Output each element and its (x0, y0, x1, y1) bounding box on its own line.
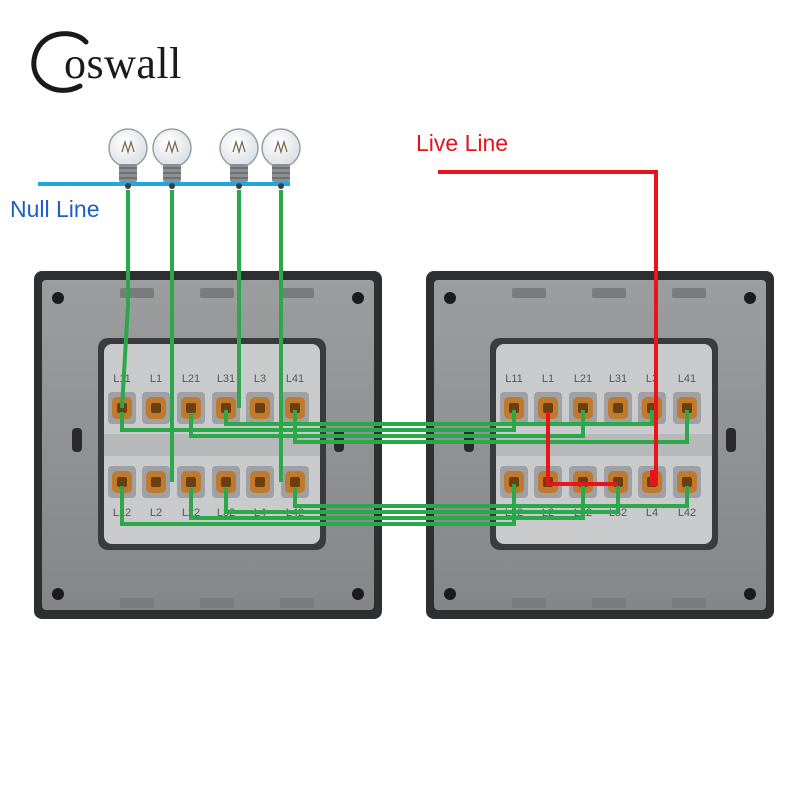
terminal-screw-slot (578, 403, 588, 413)
clip-tab (280, 288, 314, 298)
terminal-screw-slot (543, 403, 553, 413)
clip-tab (672, 288, 706, 298)
bulb-filament (121, 139, 135, 155)
terminal-label: L2 (150, 507, 162, 519)
clip-tab (512, 288, 546, 298)
terminal-screw-slot (221, 477, 231, 487)
mounting-hole-icon (352, 588, 364, 600)
clip-tab (120, 288, 154, 298)
brand-logo: oswall (24, 22, 194, 102)
clip-tab (120, 598, 154, 608)
mounting-hole-icon (52, 588, 64, 600)
brand-name: oswall (64, 39, 182, 88)
terminal-label: L21 (182, 373, 200, 385)
mounting-hole-icon (352, 292, 364, 304)
traveler-wire (189, 486, 585, 520)
terminal-screw-slot (151, 477, 161, 487)
side-slot (726, 428, 736, 452)
terminal-screw-slot (186, 477, 196, 487)
bulb-filament (274, 139, 288, 155)
clip-tab (672, 598, 706, 608)
terminal-label: L42 (678, 507, 696, 519)
bulb-glass (219, 128, 259, 168)
terminal-label: L31 (217, 373, 235, 385)
terminal-screw-slot (613, 403, 623, 413)
terminal-label: L41 (678, 373, 696, 385)
bulb-filament (165, 139, 179, 155)
live-line-wire (546, 420, 618, 486)
terminal-screw-slot (290, 403, 300, 413)
terminal-screw-slot (509, 477, 519, 487)
traveler-wire (120, 410, 516, 432)
traveler-wire (224, 486, 620, 514)
terminal-label: L1 (150, 373, 162, 385)
terminal-screw-slot (682, 477, 692, 487)
light-bulb-icon (108, 128, 148, 189)
lamp-wire (120, 190, 130, 409)
bulb-contact (125, 183, 131, 189)
terminal-screw-slot (509, 403, 519, 413)
side-slot (72, 428, 82, 452)
terminal-screw-slot (151, 403, 161, 413)
terminal-divider (104, 434, 320, 456)
terminal-label: L41 (286, 373, 304, 385)
live-line-label: Live Line (416, 130, 509, 156)
traveler-wire (293, 410, 689, 444)
bulb-contact (169, 183, 175, 189)
mounting-hole-icon (52, 292, 64, 304)
light-bulb-icon (261, 128, 301, 189)
clip-tab (280, 598, 314, 608)
terminal-label: L4 (646, 507, 658, 519)
terminal-screw-slot (255, 477, 265, 487)
terminal-screw-slot (221, 403, 231, 413)
clip-tab (200, 288, 234, 298)
terminal-screw-slot (290, 477, 300, 487)
terminal-label: L1 (542, 373, 554, 385)
traveler-wire (224, 410, 654, 426)
brand-swoosh-icon (31, 31, 89, 93)
bulb-filament (232, 139, 246, 155)
terminal-screw-slot (117, 477, 127, 487)
bulb-contact (278, 183, 284, 189)
clip-tab (592, 598, 626, 608)
light-bulb-icon (152, 128, 192, 189)
terminal-screw-slot (186, 403, 196, 413)
clip-tab (592, 288, 626, 298)
mounting-hole-icon (744, 292, 756, 304)
terminal-label: L31 (609, 373, 627, 385)
light-bulb-icon (219, 128, 259, 189)
terminal-screw-slot (682, 403, 692, 413)
clip-tab (200, 598, 234, 608)
bulb-glass (152, 128, 192, 168)
bulb-contact (236, 183, 242, 189)
terminal-label: L11 (505, 373, 523, 385)
traveler-wire (293, 486, 689, 508)
bulb-glass (261, 128, 301, 168)
terminal-label: L3 (254, 373, 266, 385)
bulb-glass (108, 128, 148, 168)
terminal-label: L21 (574, 373, 592, 385)
clip-tab (512, 598, 546, 608)
mounting-hole-icon (744, 588, 756, 600)
null-line-label: Null Line (10, 196, 100, 222)
mounting-hole-icon (444, 588, 456, 600)
mounting-hole-icon (444, 292, 456, 304)
terminal-screw-slot (255, 403, 265, 413)
